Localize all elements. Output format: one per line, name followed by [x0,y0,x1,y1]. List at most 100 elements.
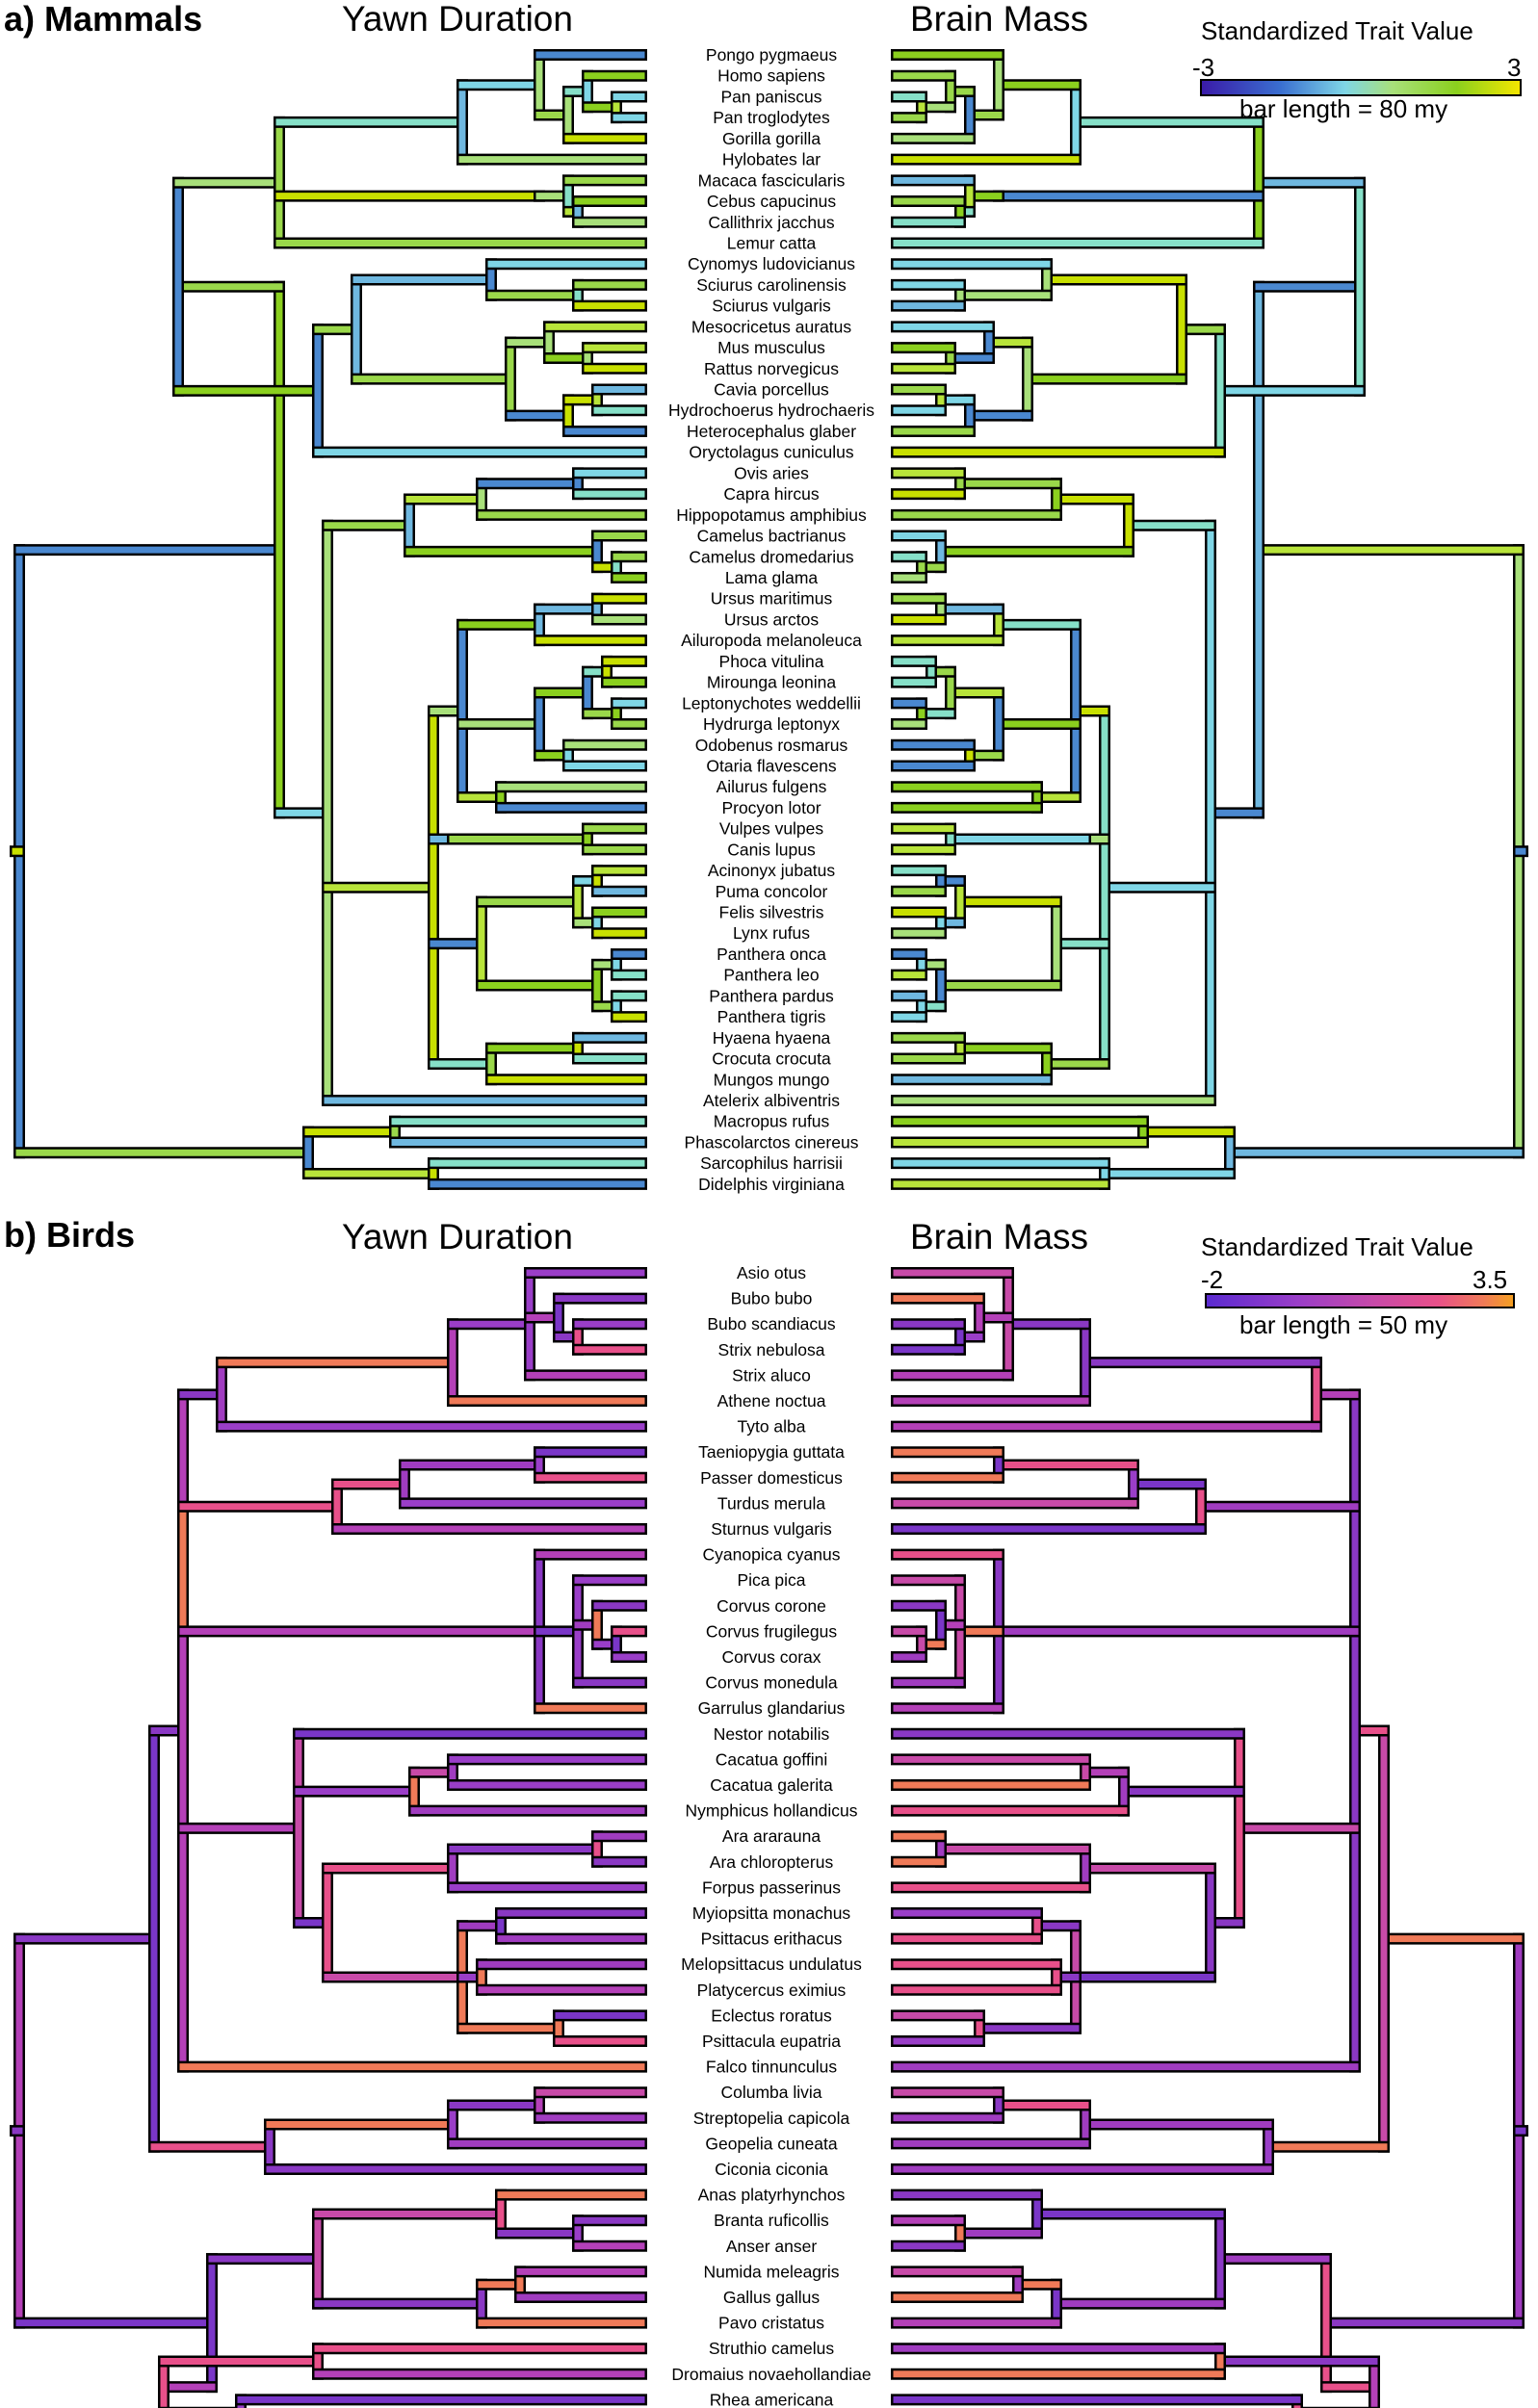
species-label: Hyaena hyaena [713,1028,831,1048]
legend-color-scale [1200,79,1522,96]
legend-color-scale [1205,1293,1515,1308]
legend-scale-note: bar length = 80 my [1239,94,1447,123]
species-label: Passer domesticus [700,1468,843,1488]
right-trait-title: Brain Mass [910,0,1088,39]
species-label: Bubo scandiacus [707,1314,836,1333]
mammals-panel: a) Mammals Yawn Duration Brain Mass Stan… [4,0,1528,1190]
species-label: Leptonychotes weddellii [682,693,861,712]
species-label: Ara chloropterus [710,1852,834,1872]
species-label: Mesocricetus auratus [691,317,852,336]
species-label: Homo sapiens [717,66,825,86]
species-label: Hippopotamus amphibius [676,505,867,525]
legend-min-label: -3 [1192,53,1214,82]
species-label: Branta ruficollis [714,2211,829,2230]
species-label: Gallus gallus [723,2288,820,2307]
species-label: Hydrochoerus hydrochaeris [668,401,874,420]
species-label: Macaca fascicularis [698,170,846,190]
species-label: Mungos mungo [714,1070,830,1089]
species-label: Ciconia ciconia [715,2160,828,2179]
species-label: Corvus corone [717,1596,826,1616]
species-label: Strix nebulosa [718,1340,825,1359]
legend-max-label: 3 [1507,53,1521,82]
left-trait-title: Yawn Duration [342,0,573,39]
species-label: Gorilla gorilla [722,129,821,148]
species-label: Dromaius novaehollandiae [671,2365,871,2384]
species-label: Phascolarctos cinereus [685,1132,859,1152]
species-label: Rhea americana [710,2390,834,2408]
species-label: Hydrurga leptonyx [703,714,840,734]
species-label: Streptopelia capicola [693,2109,850,2128]
species-label: Anser anser [726,2237,818,2256]
species-label: Turdus merula [717,1493,825,1513]
species-label: Lemur catta [727,234,817,253]
species-label: Panthera onca [717,945,826,964]
species-label: Odobenus rosmarus [695,736,848,755]
species-label: Vulpes vulpes [719,819,824,839]
species-label: Procyon lotor [721,798,821,817]
species-label: Anas platyrhynchos [698,2186,846,2205]
species-label: Myiopsitta monachus [692,1903,851,1923]
species-label: Sarcophilus harrisii [700,1153,843,1173]
species-label: Nymphicus hollandicus [686,1801,858,1821]
species-label: Camelus dromedarius [689,547,853,566]
species-label: Athene noctua [717,1391,826,1411]
species-label: Lama glama [725,568,819,587]
species-label: Pica pica [737,1570,805,1590]
species-label: Psittacula eupatria [702,2032,841,2051]
species-label: Asio otus [737,1263,806,1282]
species-label: Oryctolagus cuniculus [689,443,853,462]
species-label: Ovis aries [734,463,809,482]
species-label: Geopelia cuneata [705,2134,837,2153]
species-label: Taeniopygia guttata [698,1442,845,1462]
legend-mammals: Standardized Trait Value -3 3 bar length… [1192,16,1522,123]
species-label: Falco tinnunculus [706,2058,837,2077]
species-label: Nestor notabilis [714,1724,830,1744]
species-label: Phoca vitulina [719,652,824,671]
species-label: Bubo bubo [731,1289,813,1308]
species-label: Corvus monedula [705,1673,837,1693]
species-label: Forpus passerinus [702,1877,841,1897]
species-label: Sturnus vulgaris [711,1519,832,1539]
species-label: Macropus rufus [714,1112,830,1131]
species-label: Cacatua goffini [716,1749,827,1769]
species-label: Ailuropoda melanoleuca [681,631,862,650]
species-label: Ailurus fulgens [717,777,827,796]
species-label: Sciurus carolinensis [696,275,847,295]
species-label: Eclectus roratus [711,2006,832,2025]
species-label: Cacatua galerita [710,1775,833,1795]
species-label: Corvus corax [721,1647,821,1667]
legend-title: Standardized Trait Value [1201,1232,1473,1261]
species-label: Sciurus vulgaris [712,297,831,316]
species-label: Puma concolor [716,882,828,901]
species-label: Pan paniscus [720,87,821,106]
tree-group-mammals [10,49,1528,1190]
species-label: Platycercus eximius [697,1981,847,2000]
legend-title: Standardized Trait Value [1201,16,1473,45]
birds-panel: b) Birds Yawn Duration Brain Mass Standa… [4,1215,1528,2408]
species-label: Cynomys ludovicianus [688,254,855,273]
tree-group-birds [10,1267,1528,2408]
species-label: Cavia porcellus [714,380,829,400]
left-trait-title: Yawn Duration [342,1217,573,1256]
species-label: Hylobates lar [722,150,821,169]
species-label: Struthio camelus [709,2339,835,2358]
legend-scale-note: bar length = 50 my [1239,1310,1447,1339]
legend-min-label: -2 [1201,1265,1223,1294]
species-label: Crocuta crocuta [712,1049,831,1069]
species-label: Pavo cristatus [718,2314,824,2333]
species-label: Mus musculus [717,338,825,357]
species-label: Strix aluco [732,1365,811,1385]
species-label: Garrulus glandarius [698,1698,846,1718]
legend-birds: Standardized Trait Value -2 3.5 bar leng… [1201,1232,1515,1339]
species-label: Cebus capucinus [707,192,836,211]
species-label: Psittacus erithacus [701,1929,843,1949]
species-label: Melopsittacus undulatus [681,1955,862,1974]
species-label: Panthera pardus [709,986,834,1005]
species-label: Camelus bactrianus [697,527,847,546]
species-label: Panthera leo [723,966,819,985]
species-label: Heterocephalus glaber [687,422,856,441]
right-trait-title: Brain Mass [910,1217,1088,1256]
species-label: Pan troglodytes [713,108,830,127]
